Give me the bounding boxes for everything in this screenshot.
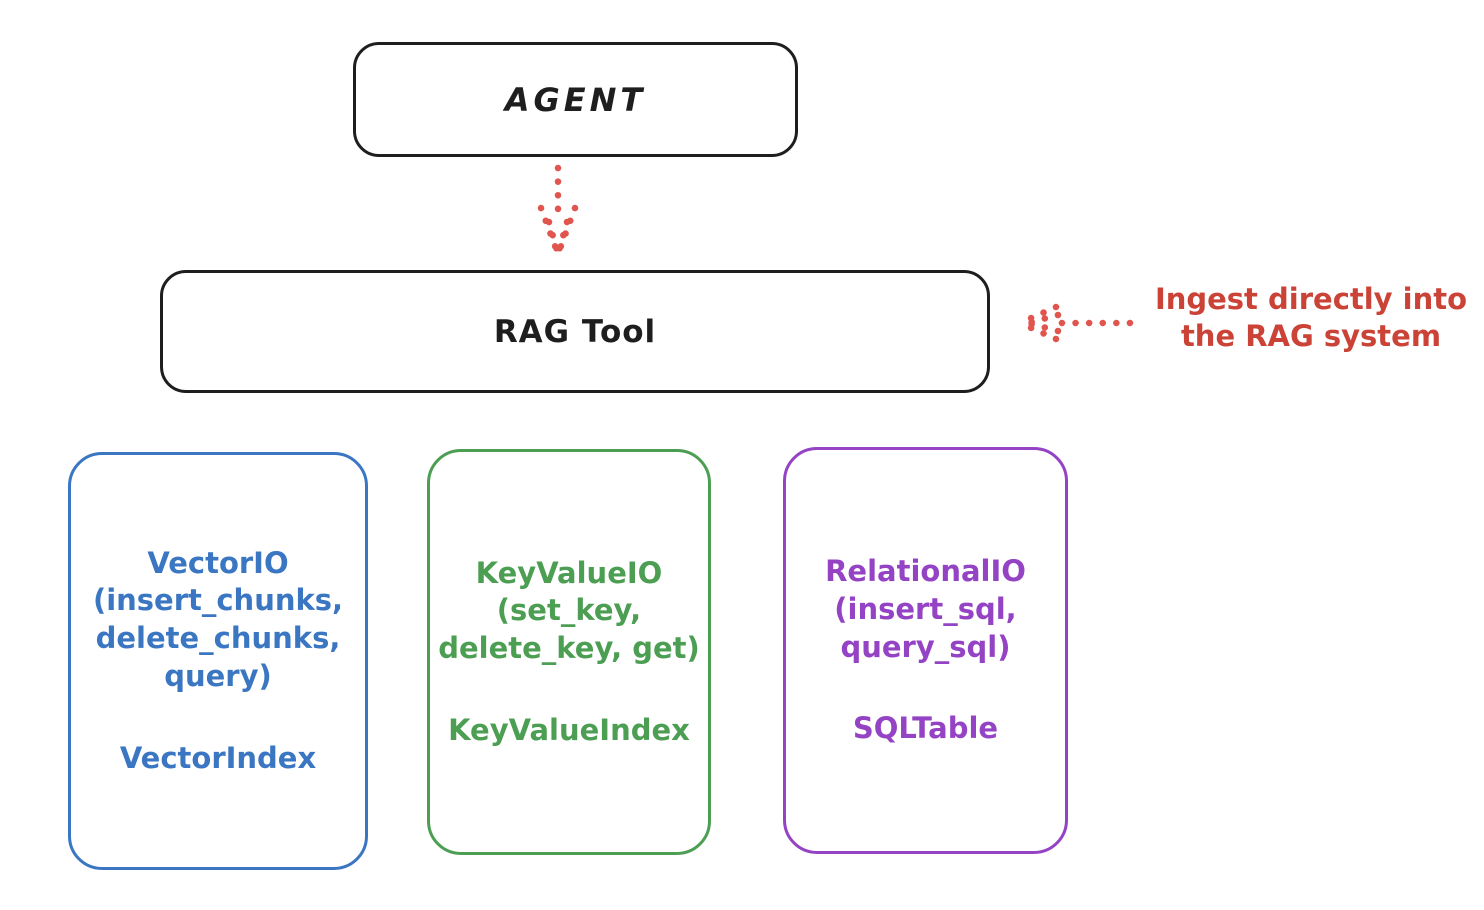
dotted-arrow-left-icon — [1016, 303, 1134, 343]
sql-table-label: SQLTable — [852, 711, 999, 746]
keyvalue-index-label: KeyValueIndex — [448, 712, 690, 747]
vector-io-box: VectorIO (insert_chunks, delete_chunks, … — [68, 452, 368, 870]
keyvalue-io-title: KeyValueIO — [475, 555, 663, 590]
agent-box: AGENT — [353, 42, 798, 157]
relational-io-methods: (insert_sql, query_sql) — [834, 591, 1017, 664]
relational-io-title: RelationalIO — [825, 554, 1026, 589]
keyvalue-io-methods: (set_key, delete_key, get) — [438, 593, 700, 665]
rag-tool-box: RAG Tool — [160, 270, 990, 393]
relational-io-box: RelationalIO (insert_sql, query_sql) SQL… — [783, 447, 1068, 854]
vector-index-label: VectorIndex — [119, 740, 317, 775]
agent-label: AGENT — [504, 80, 647, 119]
vector-io-methods: (insert_chunks, delete_chunks, query) — [92, 583, 344, 693]
rag-tool-label: RAG Tool — [493, 313, 657, 350]
vector-io-title: VectorIO — [147, 545, 289, 580]
keyvalue-io-box: KeyValueIO (set_key, delete_key, get) Ke… — [427, 449, 711, 855]
dotted-arrow-down-icon — [537, 164, 579, 258]
ingest-annotation: Ingest directly into the RAG system — [1154, 282, 1468, 354]
